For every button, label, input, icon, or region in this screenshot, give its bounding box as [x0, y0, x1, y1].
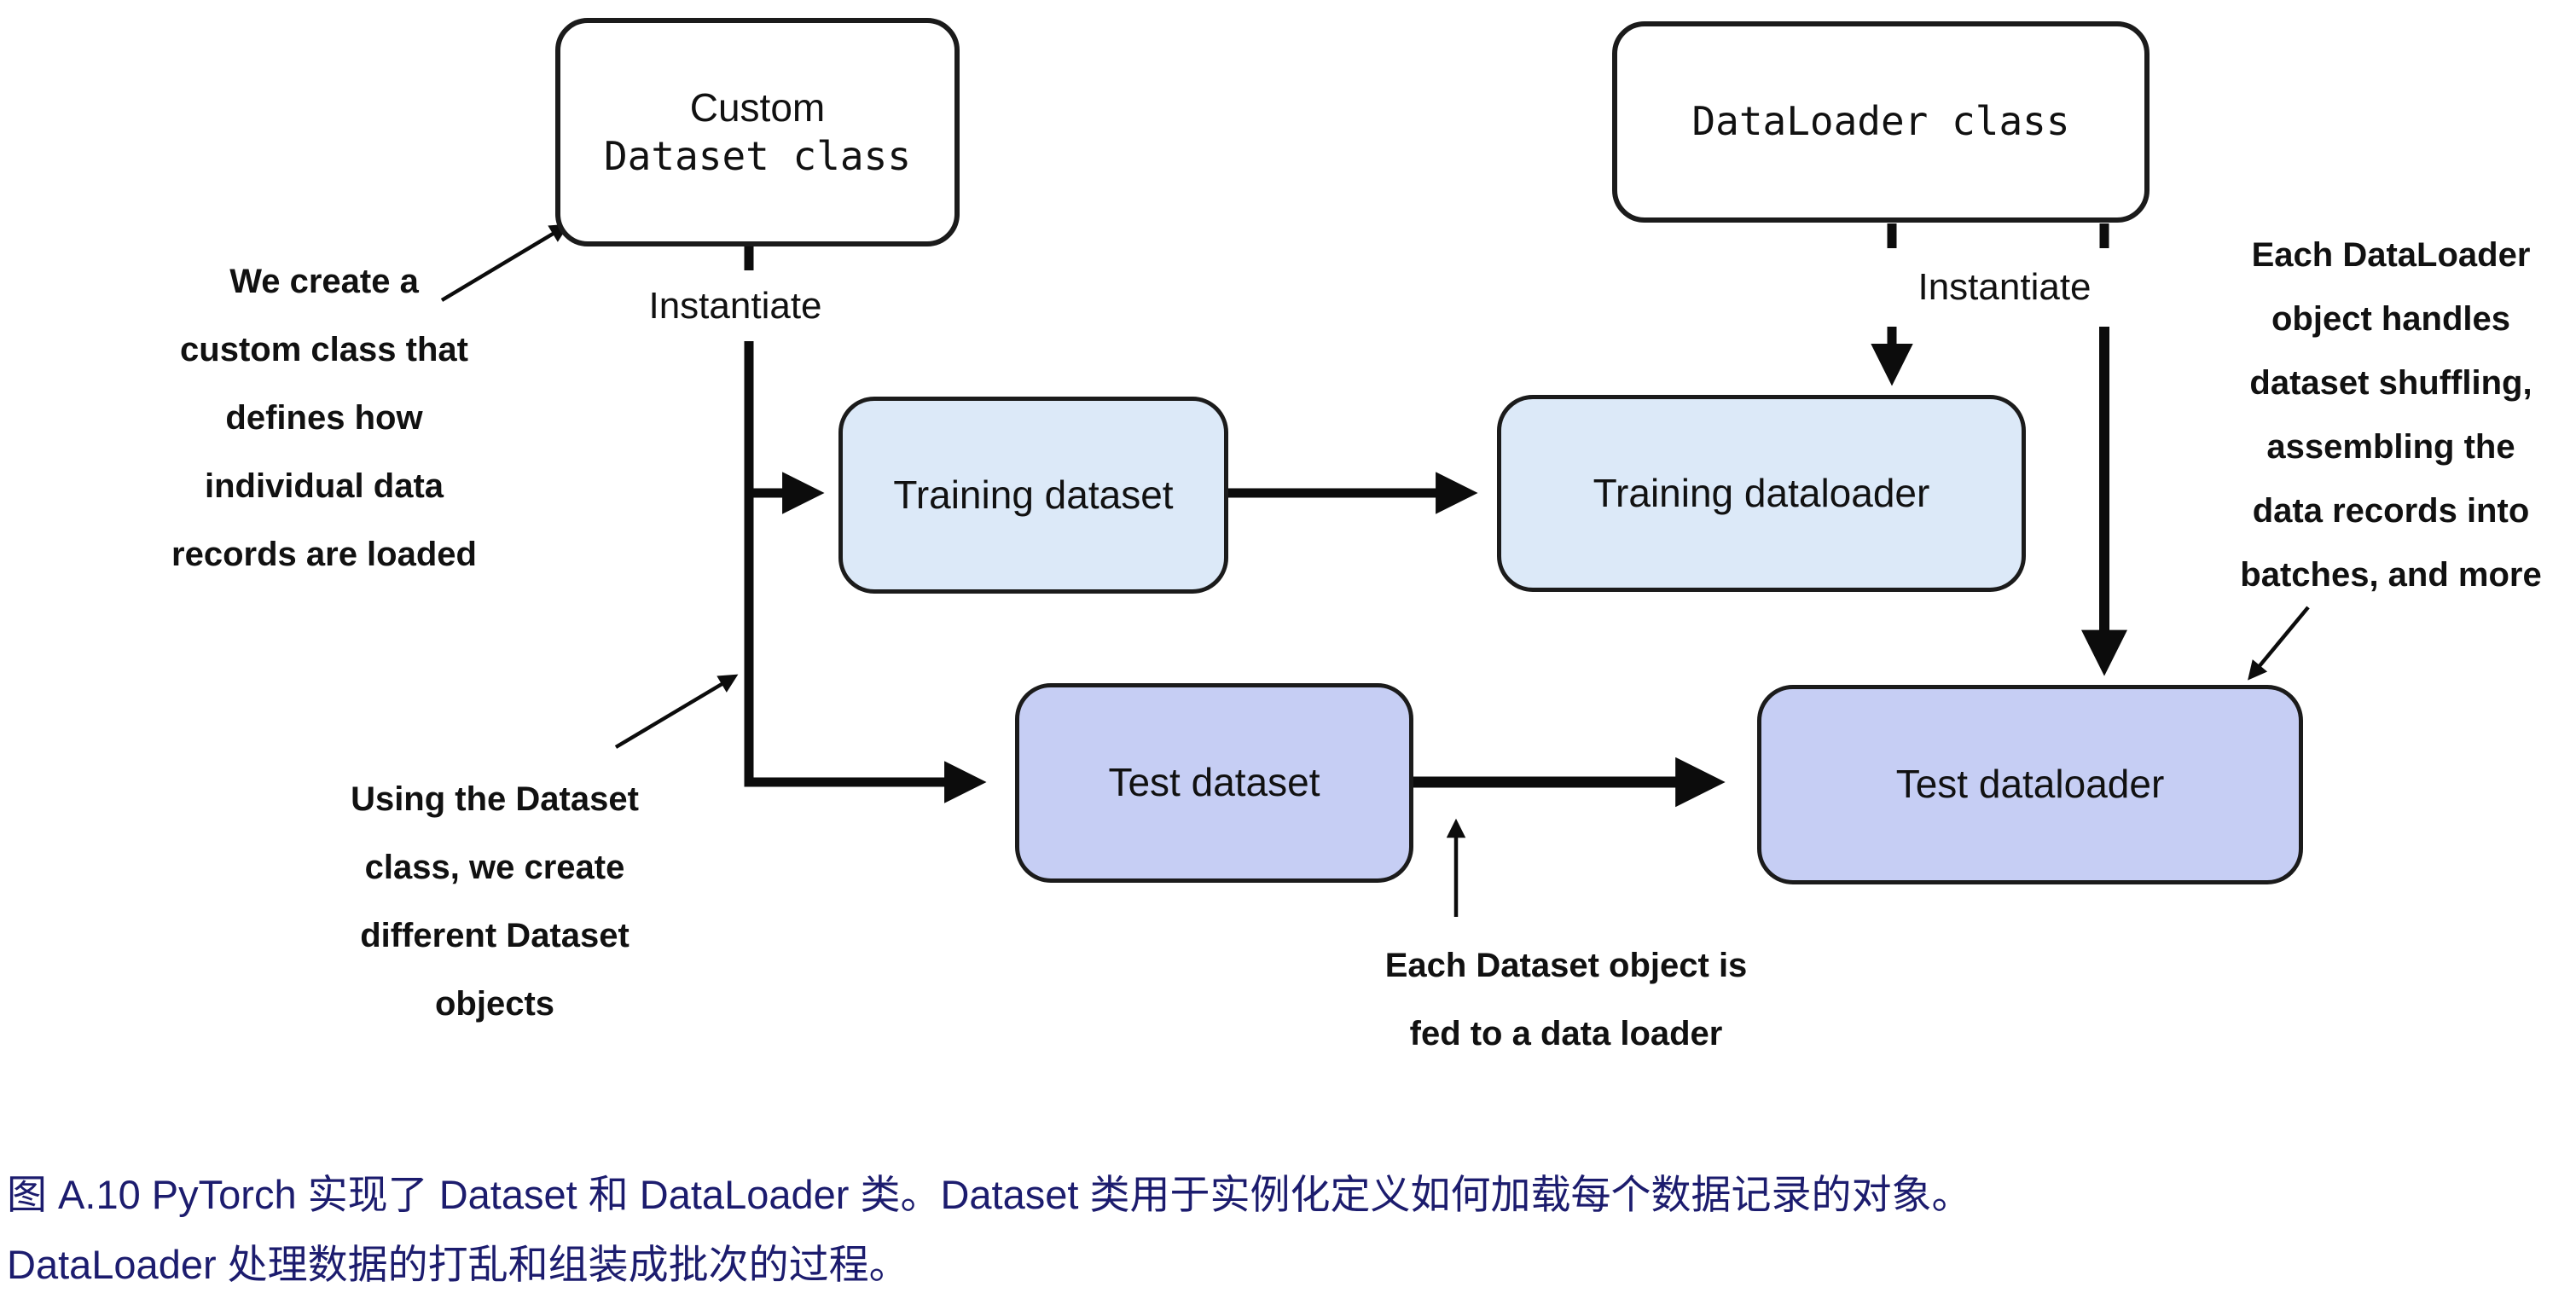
annotation-arrow-dataloader-handles — [2248, 606, 2310, 681]
annotation-arrow-custom-class — [440, 223, 570, 302]
training-dataloader-label: Training dataloader — [1593, 470, 1930, 515]
training-dataloader-box: Training dataloader — [1497, 395, 2026, 592]
test-dataloader-box: Test dataloader — [1757, 685, 2303, 884]
connector-custom-to-test-dataset — [744, 341, 987, 803]
instantiate-label-right: Instantiate — [1917, 266, 2092, 308]
annotation-arrow-dataset-objects — [614, 674, 739, 749]
figure-caption-line1: 图 A.10 PyTorch 实现了 Dataset 和 DataLoader … — [7, 1172, 1972, 1217]
figure-caption-line2: DataLoader 处理数据的打乱和组装成批次的过程。 — [7, 1242, 909, 1287]
custom-dataset-class-line2: Dataset class — [603, 133, 912, 179]
dataloader-class-label: DataLoader class — [1691, 98, 2070, 145]
annotation-fed-to-loader: Each Dataset object is fed to a data loa… — [1384, 947, 1748, 1052]
test-dataset-label: Test dataset — [1108, 760, 1320, 805]
custom-dataset-class-box: Custom Dataset class — [555, 18, 960, 246]
training-dataset-box: Training dataset — [838, 397, 1228, 594]
annotation-dataloader-handles: Each DataLoader object handles dataset s… — [2240, 236, 2542, 594]
annotation-custom-class: We create a custom class that defines ho… — [171, 263, 477, 573]
custom-dataset-class-line1: Custom — [689, 84, 826, 130]
test-dataset-box: Test dataset — [1015, 683, 1413, 883]
test-dataloader-label: Test dataloader — [1895, 762, 2165, 807]
figure-caption: 图 A.10 PyTorch 实现了 Dataset 和 DataLoader … — [7, 1160, 2293, 1293]
annotation-dataset-objects: Using the Dataset class, we create diffe… — [351, 780, 639, 1023]
training-dataset-label: Training dataset — [893, 472, 1174, 517]
instantiate-label-left: Instantiate — [648, 285, 822, 327]
dataloader-class-box: DataLoader class — [1612, 21, 2150, 223]
